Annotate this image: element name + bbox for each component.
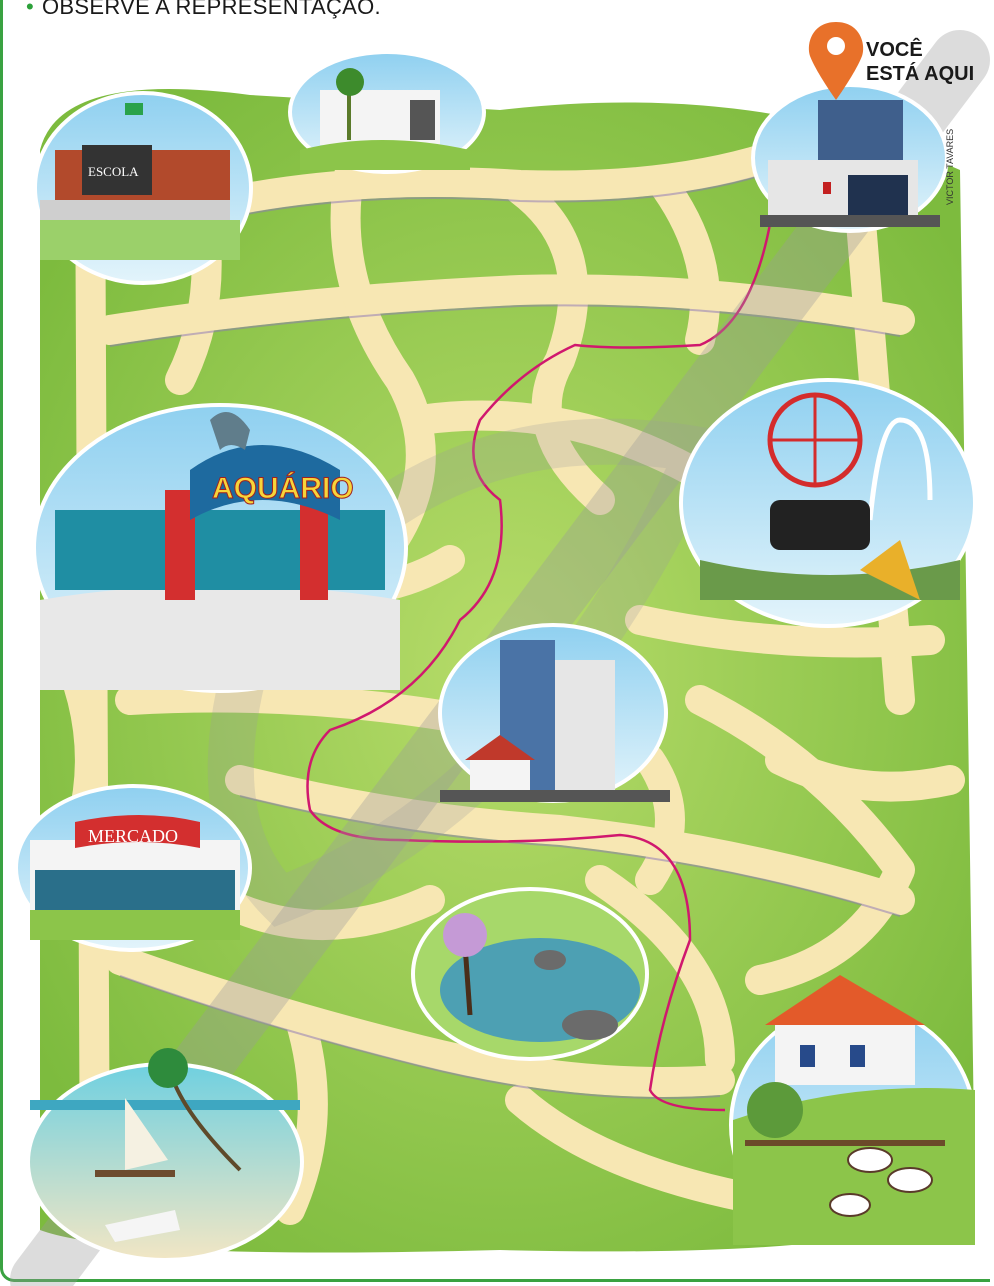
palm-icon [336, 68, 364, 96]
map-pin-icon [808, 22, 864, 100]
illustration-credit: VICTOR TAVARES [945, 128, 955, 205]
instruction-text: OBSERVE A REPRESENTAÇÃO. [42, 0, 381, 19]
lake-vignette [411, 887, 649, 1061]
flag-icon [125, 103, 143, 115]
amusement-park-vignette [679, 378, 977, 628]
cow-icon [887, 1167, 933, 1193]
office-vignette [751, 83, 949, 233]
city-building-vignette [438, 623, 670, 803]
school-vignette: ESCOLA [33, 91, 253, 285]
you-are-here-label: VOCÊ ESTÁ AQUI [866, 38, 974, 86]
market-vignette: MERCADO [14, 784, 252, 952]
instruction: • OBSERVE A REPRESENTAÇÃO. [26, 0, 381, 20]
farm-vignette [729, 975, 977, 1247]
market-sign: MERCADO [88, 826, 178, 846]
you-are-here-line2: ESTÁ AQUI [866, 63, 975, 85]
palm-icon [148, 1048, 188, 1088]
cow-icon [829, 1193, 871, 1217]
you-are-here-line1: VOCÊ [866, 39, 923, 61]
sailboat-icon [125, 1098, 168, 1170]
route-line [306, 184, 778, 1112]
aquarium-sign: AQUÁRIO [212, 471, 354, 505]
boat-icon [105, 1210, 180, 1242]
tree-icon [443, 913, 487, 957]
school-sign: ESCOLA [88, 164, 139, 179]
bullet-icon: • [26, 0, 35, 19]
fence-icon [745, 1140, 945, 1146]
cow-icon [847, 1147, 893, 1173]
train-icon [770, 500, 870, 550]
whale-tail-icon [210, 412, 250, 450]
palm-trunk [347, 80, 351, 140]
beach-vignette [26, 1048, 304, 1262]
tree-icon [747, 1082, 803, 1138]
aquarium-vignette: AQUÁRIO [32, 403, 408, 693]
roof-icon [765, 975, 925, 1025]
maze-roads [45, 135, 965, 1225]
house-vignette [288, 50, 486, 174]
